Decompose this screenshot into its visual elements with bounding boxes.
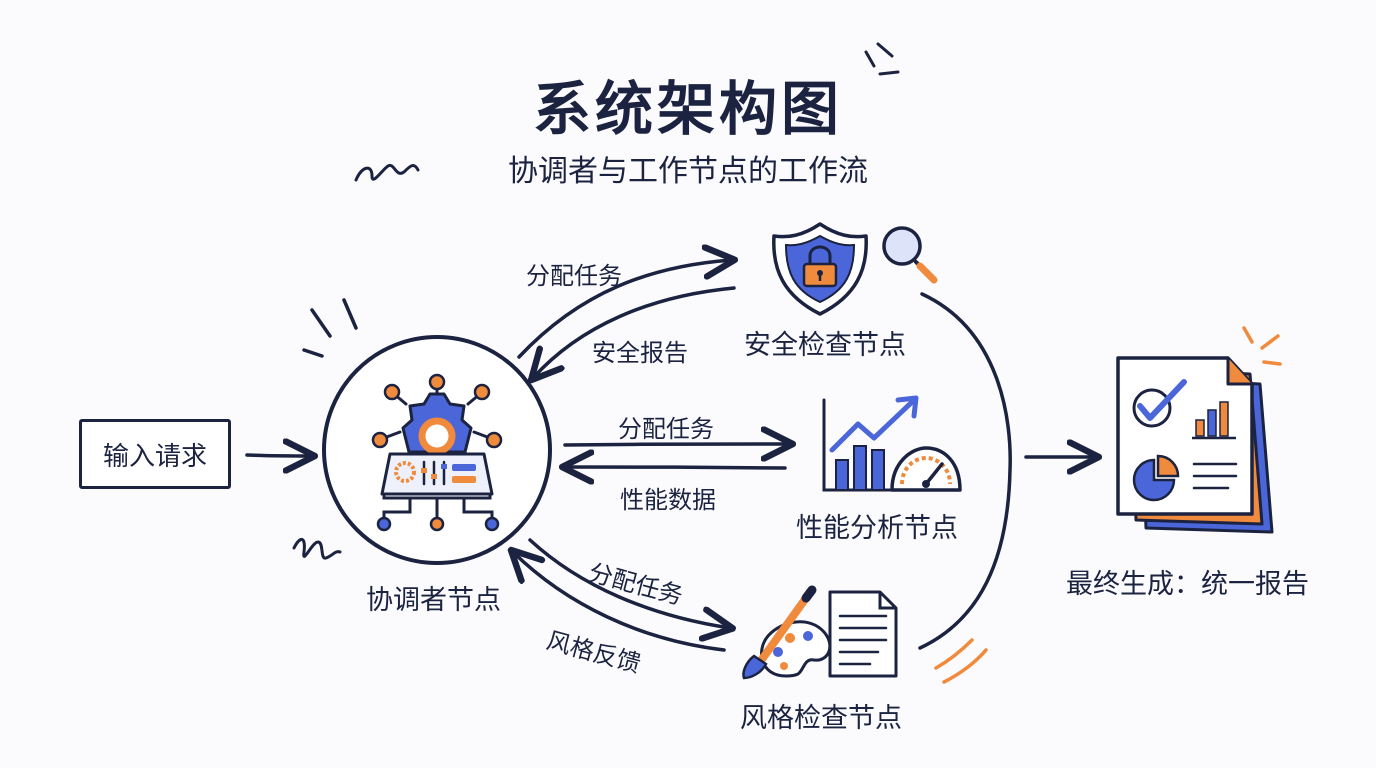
page-subtitle: 协调者与工作节点的工作流 xyxy=(508,154,868,189)
style-assign-arrow xyxy=(528,538,730,628)
gauge-icon xyxy=(890,446,962,492)
style-node-label: 风格检查节点 xyxy=(740,703,902,734)
security-shield-icon xyxy=(772,222,868,316)
title-spark-doodle xyxy=(864,42,900,76)
unified-report-icon xyxy=(1116,356,1274,534)
final-report-label: 最终生成：统一报告 xyxy=(1066,569,1309,600)
subtitle-squiggle-doodle xyxy=(354,163,420,182)
perf-assign-arrow xyxy=(563,444,790,445)
report-spark-doodle xyxy=(1242,326,1282,366)
security-assign-label: 分配任务 xyxy=(526,262,622,290)
coordinator-icon xyxy=(371,373,503,532)
performance-chart-icon xyxy=(822,395,919,492)
paintbrush-icon xyxy=(742,585,817,680)
input-request-box[interactable]: 输入请求 xyxy=(79,419,231,489)
perf-return-label: 性能数据 xyxy=(620,486,716,514)
security-report-label: 安全报告 xyxy=(592,339,688,367)
input-arrow xyxy=(245,455,312,456)
coordinator-scribble-doodle xyxy=(292,538,342,560)
perf-assign-label: 分配任务 xyxy=(618,415,714,443)
page-title: 系统架构图 xyxy=(532,75,843,143)
perf-return-arrow xyxy=(565,467,787,468)
merge-line xyxy=(918,292,1012,650)
document-icon xyxy=(828,590,898,678)
coordinator-spark-doodle xyxy=(302,298,358,358)
security-assign-arrow xyxy=(517,260,732,359)
style-spark-doodle xyxy=(934,638,988,684)
style-return-arrow xyxy=(513,552,726,652)
coordinator-node-label: 协调者节点 xyxy=(366,585,501,616)
security-node-label: 安全检查节点 xyxy=(744,330,906,361)
performance-node-label: 性能分析节点 xyxy=(796,513,958,544)
security-report-arrow xyxy=(533,286,736,378)
magnifier-icon xyxy=(882,226,938,284)
